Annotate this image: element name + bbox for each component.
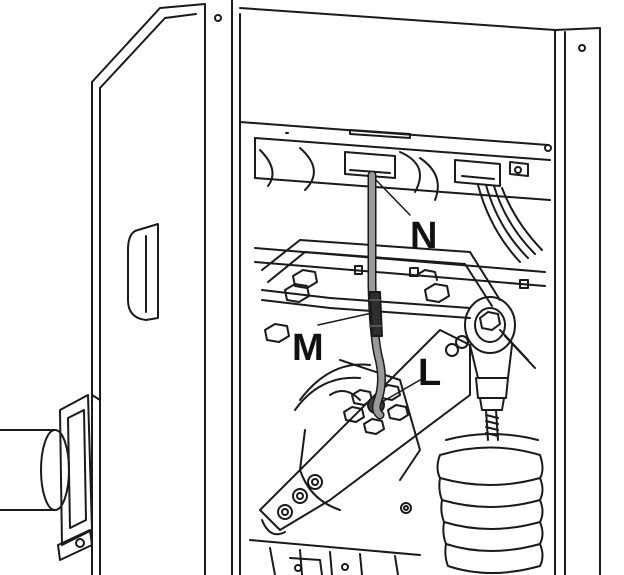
side-handle xyxy=(127,223,159,321)
bracket-bolts xyxy=(264,269,450,343)
callout-label-n: N xyxy=(410,215,437,257)
pulley xyxy=(294,359,421,511)
swing-arm xyxy=(259,329,471,536)
wire-bundle xyxy=(477,184,543,263)
base-hardware xyxy=(249,502,421,575)
inlet-pipe xyxy=(0,394,101,561)
callout-label-l: L xyxy=(418,352,441,394)
leader-line-m xyxy=(317,312,373,326)
cable-sleeve xyxy=(369,291,383,337)
leader-line-l xyxy=(381,379,421,403)
callout-label-m: M xyxy=(292,327,324,369)
leader-lines xyxy=(317,179,421,403)
bracket-frame xyxy=(254,239,546,319)
mounting-strip xyxy=(254,137,552,201)
left-side-panel xyxy=(91,0,241,575)
rod-end xyxy=(464,296,536,441)
cable xyxy=(367,170,386,420)
top-housing xyxy=(239,7,601,575)
leader-line-n xyxy=(375,179,411,216)
coil-spring xyxy=(436,433,544,574)
